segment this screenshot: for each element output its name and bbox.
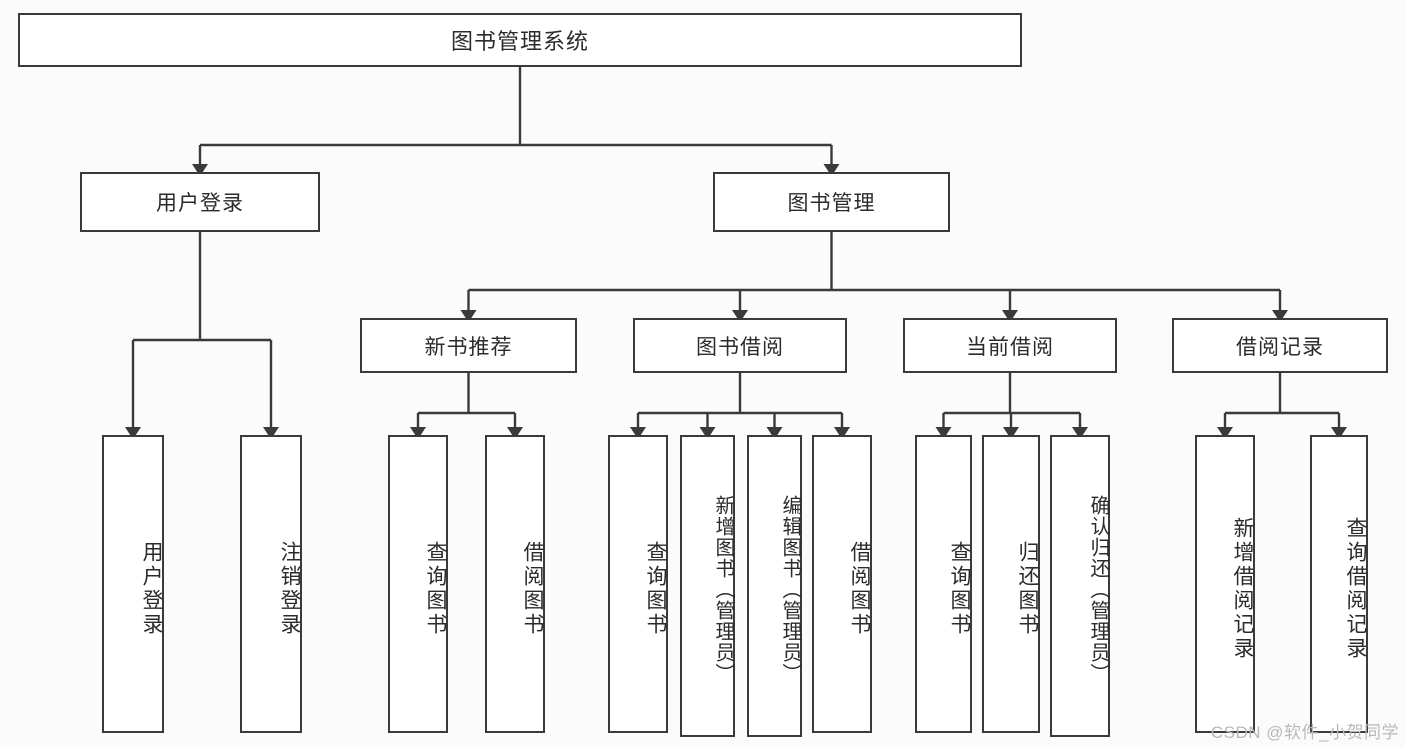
watermark-text: CSDN @软件_小贺同学 — [1210, 723, 1399, 742]
node-current-borrowing[interactable]: 当前借阅 — [903, 318, 1117, 373]
node-book-borrowing[interactable]: 图书借阅 — [633, 318, 847, 373]
node-root-system[interactable]: 图书管理系统 — [18, 13, 1022, 67]
node-leaf-query-borrow-record[interactable]: 查询借阅记录 — [1310, 435, 1368, 733]
node-leaf-query-book-rec[interactable]: 查询图书 — [388, 435, 448, 733]
node-book-management[interactable]: 图书管理 — [713, 172, 950, 232]
node-leaf-add-borrow-record[interactable]: 新增借阅记录 — [1195, 435, 1255, 733]
node-new-book-recommendation[interactable]: 新书推荐 — [360, 318, 577, 373]
node-leaf-confirm-return-admin[interactable]: 确认归还（管理员） — [1050, 435, 1110, 737]
node-leaf-edit-book-admin[interactable]: 编辑图书（管理员） — [747, 435, 802, 737]
node-leaf-query-book-borrow[interactable]: 查询图书 — [608, 435, 668, 733]
node-borrowing-records[interactable]: 借阅记录 — [1172, 318, 1388, 373]
node-leaf-borrow-book-borrow[interactable]: 借阅图书 — [812, 435, 872, 733]
node-user-login[interactable]: 用户登录 — [80, 172, 320, 232]
node-leaf-user-login[interactable]: 用户登录 — [102, 435, 164, 733]
node-leaf-logout[interactable]: 注销登录 — [240, 435, 302, 733]
node-leaf-query-book-current[interactable]: 查询图书 — [915, 435, 972, 733]
node-leaf-return-book[interactable]: 归还图书 — [982, 435, 1040, 733]
node-leaf-add-book-admin[interactable]: 新增图书（管理员） — [680, 435, 735, 737]
node-leaf-borrow-book-rec[interactable]: 借阅图书 — [485, 435, 545, 733]
